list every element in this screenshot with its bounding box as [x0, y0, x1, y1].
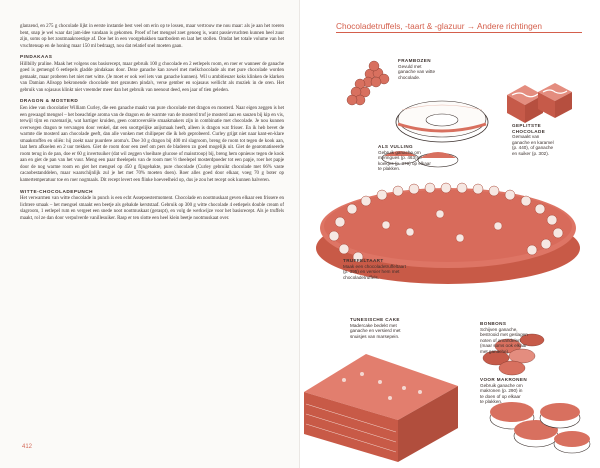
section-heading-dragon-mosterd: DRAGON & MOSTERD	[20, 98, 79, 104]
section-text-witte-chocoladepunch: Het verwarmen van witte chocolade in pun…	[20, 196, 284, 221]
label-voor-makronen-line: Gebruik ganache om	[480, 382, 523, 388]
label-tunesische-cake: TUNESISCHE CAKE Madercake bedekt met gan…	[350, 317, 442, 339]
label-tunesische-line: ganache en versierd met	[350, 328, 401, 334]
meringues-illustration	[381, 151, 459, 168]
label-voor-makronen-line: makronen (p. 290) in	[480, 388, 523, 394]
label-als-vulling-title: ALS VULLING	[378, 144, 414, 149]
cut-chocolate-pieces-illustration	[507, 83, 572, 123]
label-als-vulling: ALS VULLING Gebruik ganache om meringues…	[378, 144, 464, 172]
raspberries-illustration	[346, 60, 390, 106]
left-text-column: glanzend, en 275 g chocolade lijkt in ee…	[20, 24, 284, 225]
section-text-dragon-mosterd: Een idee van chocolatier William Curley,…	[20, 106, 284, 184]
title-underline	[336, 32, 582, 33]
label-als-vulling-line: Gebruik ganache om	[378, 149, 421, 155]
label-geplitste-line: en suiker (p. 302).	[512, 150, 550, 156]
label-frambozen-line: ganache van witte	[398, 69, 436, 75]
label-frambozen-line: chocolade.	[398, 74, 421, 80]
label-voor-makronen: VOOR MAKRONEN Gebruik ganache om makrone…	[480, 377, 572, 405]
label-tunesische-line: Madercake bedekt met	[350, 322, 397, 328]
label-geplitste-line: Gemaakt van	[512, 134, 540, 140]
tunisian-cake-slice-illustration	[304, 354, 458, 462]
label-bonbons-line: noten of amandelen	[480, 337, 521, 343]
section-heading-witte-chocoladepunch: WITTE-CHOCOLADEPUNCH	[20, 188, 94, 194]
truffle-tart-illustration	[316, 182, 580, 284]
chocolate-illustration	[304, 60, 591, 462]
label-als-vulling-line: koekjes (p. 370) op elkaar	[378, 160, 431, 166]
label-voor-makronen-line: te plakken.	[480, 399, 503, 405]
right-page-title: Chocoladetruffels, -taart & -glazuur → A…	[336, 21, 542, 31]
label-bonbons-line: met ganache).	[480, 348, 510, 354]
label-tunesische-line: snuisjes van marsepein.	[350, 333, 400, 339]
label-truffeltaart: TRUFFELTAART Maak een chocoladetruffelta…	[343, 258, 453, 280]
label-frambozen: FRAMBOZEN Gevuld met ganache van witte c…	[398, 58, 468, 80]
label-als-vulling-line: te plakken.	[378, 166, 401, 172]
label-geplitste-line: ganache en karamel	[512, 139, 554, 145]
section-text-pindakaas: Hillbilly praline. Maak het volgens ons …	[20, 61, 284, 93]
label-als-vulling-line: meringues (p. 463) of	[378, 155, 422, 161]
label-geplitste-title: GEPLITSTE	[512, 123, 542, 128]
label-truffeltaart-title: TRUFFELTAART	[343, 258, 384, 263]
label-bonbons-title: BONBONS	[480, 321, 507, 326]
section-heading-pindakaas: PINDAKAAS	[20, 54, 53, 60]
ring-cookie-illustration	[395, 100, 489, 143]
page-number-left: 412	[22, 444, 33, 450]
label-bonbons-line: Schijven ganache,	[480, 326, 518, 332]
label-frambozen-title: FRAMBOZEN	[398, 58, 431, 63]
macarons-illustration	[489, 402, 591, 454]
left-page: glanzend, en 275 g chocolade lijkt in ee…	[20, 24, 284, 450]
label-bonbons-line: (maar soms ook elkaar	[480, 343, 527, 349]
label-truffeltaart-line: Maak een chocoladetruffeltaart	[343, 263, 406, 269]
label-bonbons: BONBONS Schijven ganache, bestrooid met …	[480, 321, 570, 355]
label-geplitste-title-2: CHOCOLADE	[512, 128, 546, 134]
label-voor-makronen-title: VOOR MAKRONEN	[480, 377, 528, 382]
intro-paragraph: glanzend, en 275 g chocolade lijkt in ee…	[20, 24, 284, 49]
label-geplitste: GEPLITSTE CHOCOLADE Gemaakt van ganache …	[512, 123, 592, 157]
label-truffeltaart-line: chocoladetruffels.	[343, 274, 379, 280]
bonbons-illustration	[482, 333, 545, 376]
label-voor-makronen-line: te doen of op elkaar	[480, 393, 521, 399]
label-bonbons-line: bestrooid met geslagen	[480, 332, 528, 338]
label-truffeltaart-line: (p. 395) en versier hem met	[343, 269, 400, 275]
label-geplitste-line: (p. 440), of ganache	[512, 145, 554, 151]
label-frambozen-line: Gevuld met	[398, 63, 422, 69]
label-tunesische-title: TUNESISCHE CAKE	[350, 317, 400, 322]
